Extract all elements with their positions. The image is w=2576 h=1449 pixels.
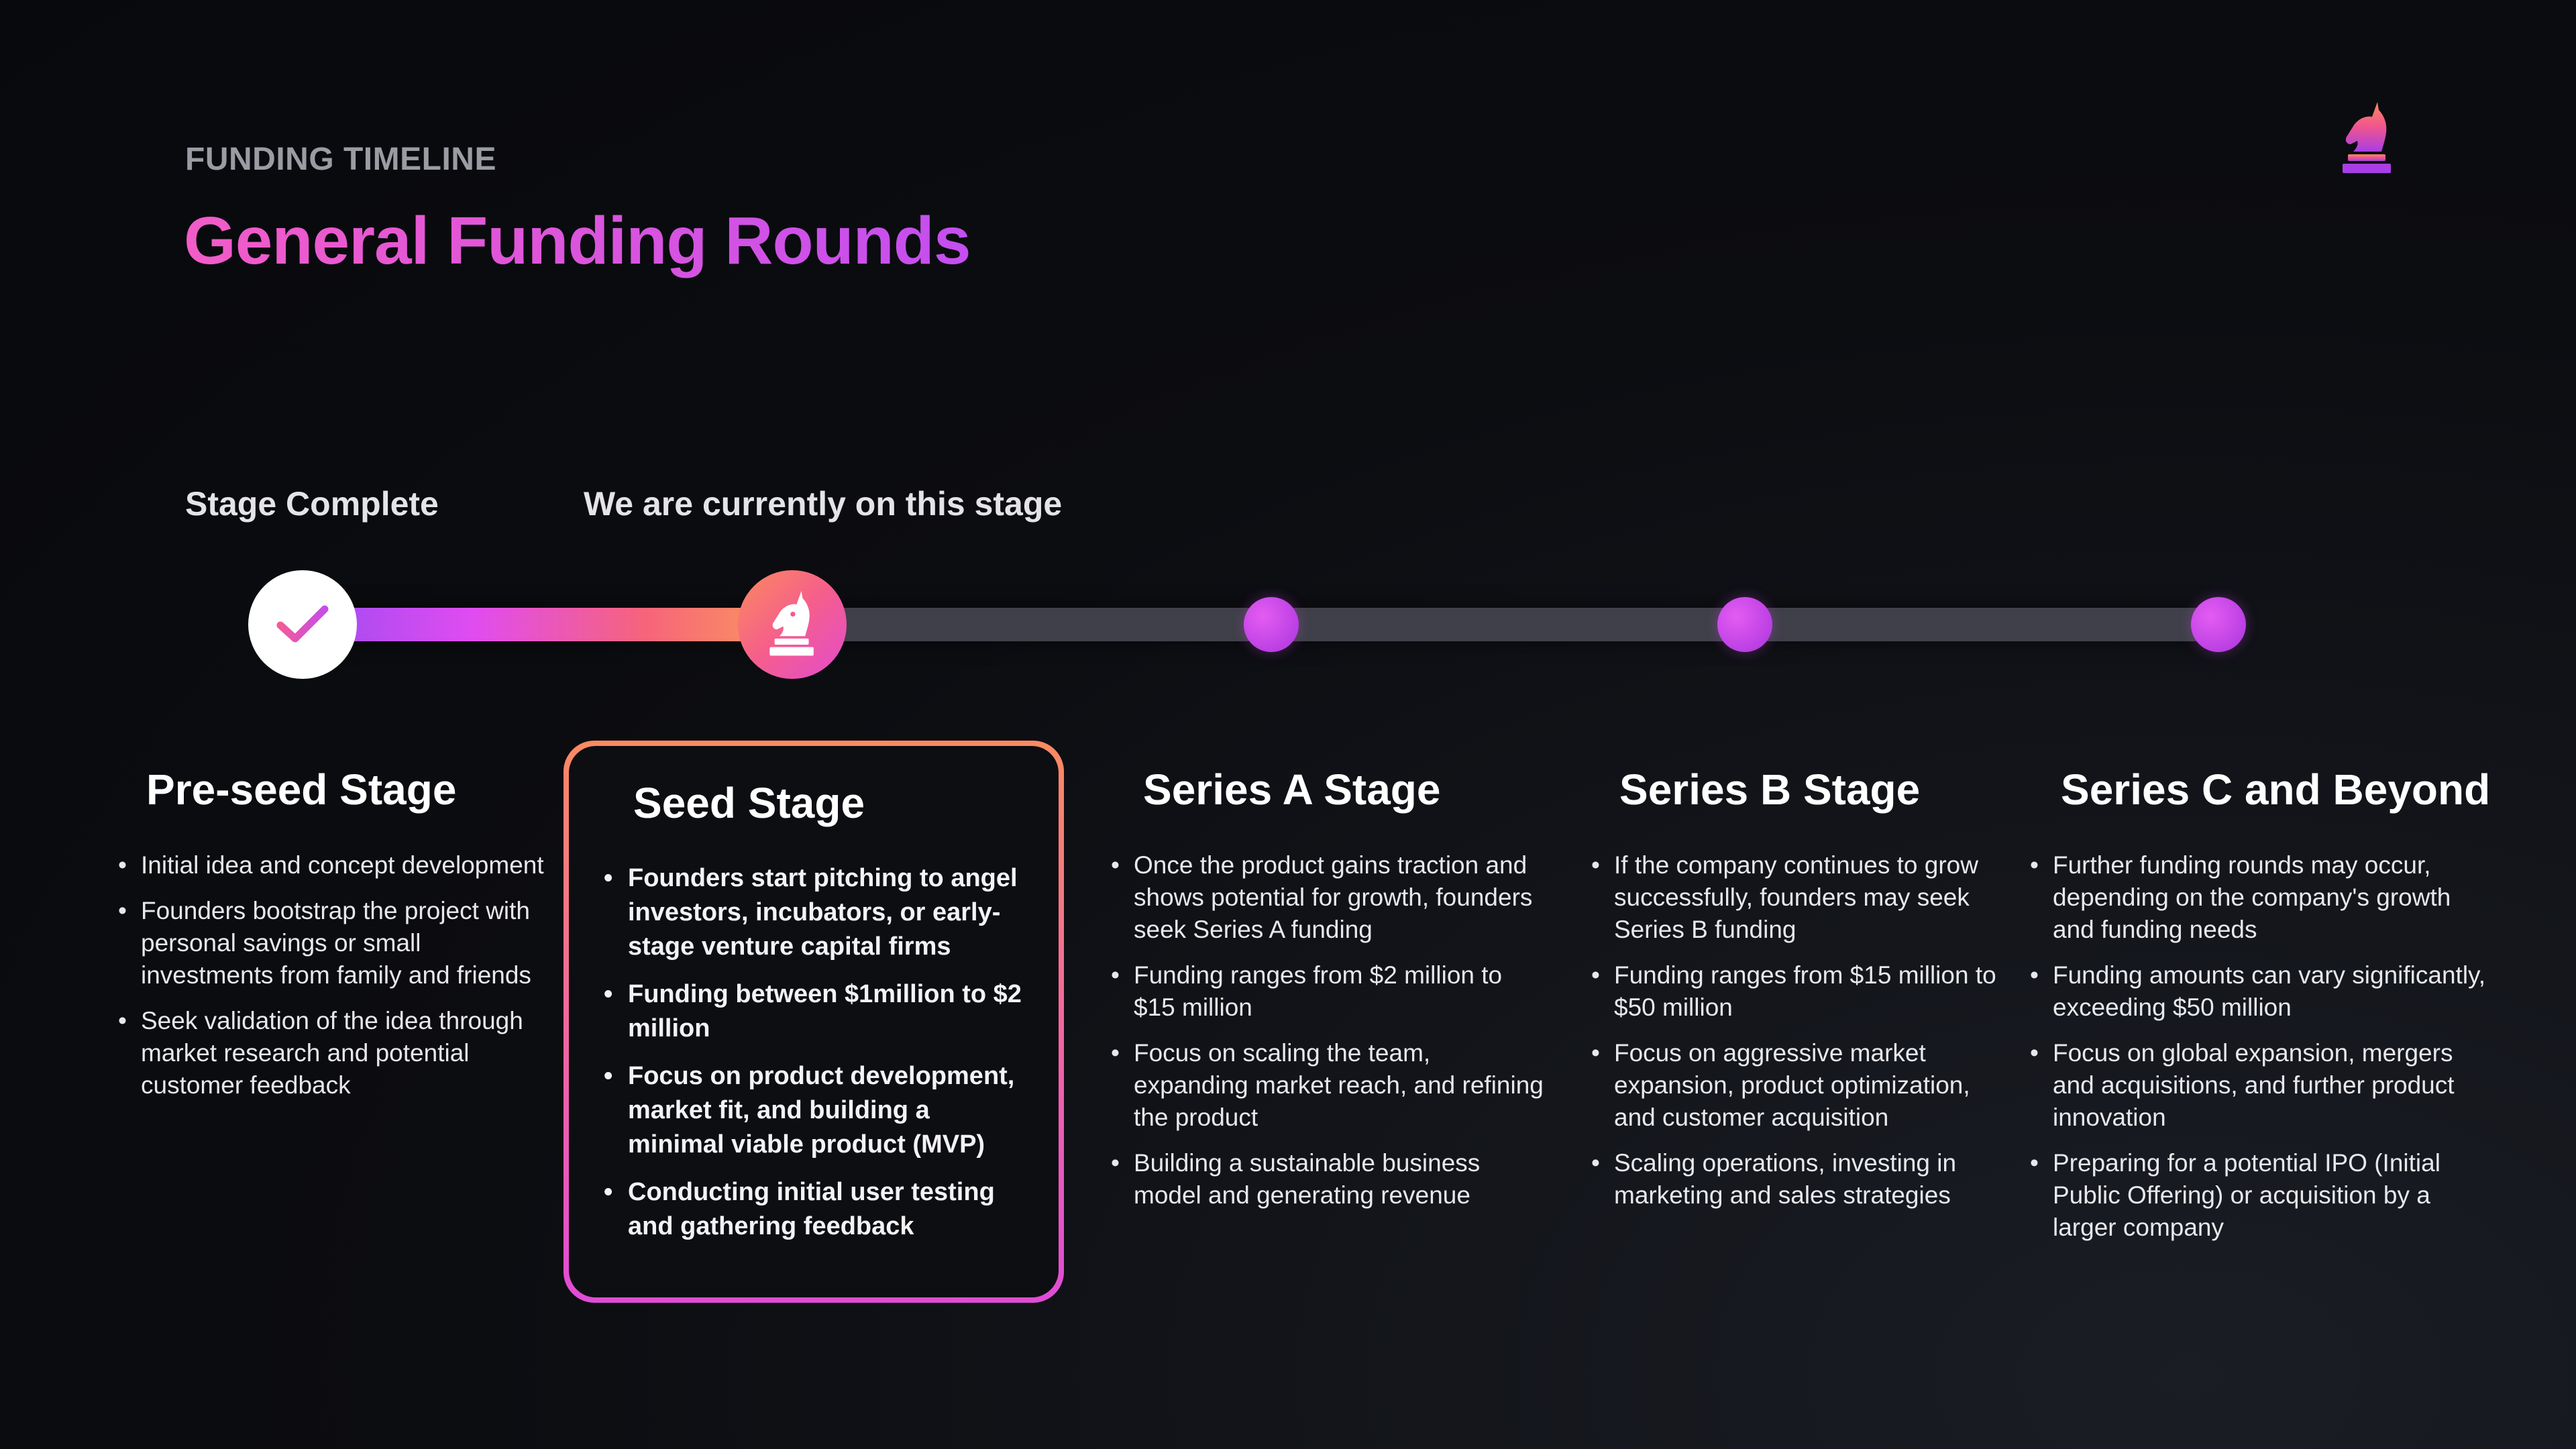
list-item: Focus on scaling the team, expanding mar… (1111, 1037, 1547, 1134)
list-item: Focus on product development, market fit… (604, 1059, 1032, 1162)
timeline-node-complete (248, 570, 357, 679)
stage-series-a: Series A Stage Once the product gains tr… (1111, 765, 1547, 1225)
list-item: Scaling operations, investing in marketi… (1591, 1147, 2007, 1212)
stage-bullets: Founders start pitching to angel investo… (604, 861, 1032, 1244)
timeline-node-series-a (1244, 597, 1299, 652)
unicorn-chess-knight-icon (769, 591, 814, 656)
list-item: Preparing for a potential IPO (Initial P… (2030, 1147, 2486, 1244)
list-item: Conducting initial user testing and gath… (604, 1175, 1032, 1244)
stage-title: Seed Stage (633, 779, 865, 827)
stage-complete-label: Stage Complete (185, 485, 439, 523)
stage-series-c: Series C and Beyond Further funding roun… (2030, 765, 2491, 1257)
stage-bullets: Initial idea and concept development Fou… (118, 849, 547, 1102)
list-item: Founders start pitching to angel investo… (604, 861, 1032, 964)
checkmark-icon (276, 605, 329, 643)
list-item: Funding ranges from $15 million to $50 m… (1591, 959, 2007, 1024)
stage-title: Series A Stage (1143, 765, 1441, 814)
eyebrow-label: FUNDING TIMELINE (185, 142, 496, 177)
list-item: Initial idea and concept development (118, 849, 547, 881)
stage-seed: Seed Stage Founders start pitching to an… (569, 746, 1059, 1297)
stage-bullets: If the company continues to grow success… (1591, 849, 2007, 1212)
stage-title: Series C and Beyond (2061, 765, 2491, 814)
timeline-node-series-b (1717, 597, 1772, 652)
stage-title: Series B Stage (1619, 765, 1921, 814)
stage-bullets: Further funding rounds may occur, depend… (2030, 849, 2486, 1244)
list-item: Funding between $1million to $2 million (604, 977, 1032, 1046)
list-item: Seek validation of the idea through mark… (118, 1005, 547, 1102)
list-item: Once the product gains traction and show… (1111, 849, 1547, 946)
current-stage-label: We are currently on this stage (584, 485, 1063, 523)
stage-pre-seed: Pre-seed Stage Initial idea and concept … (118, 765, 547, 1115)
stage-seed-card: Seed Stage Founders start pitching to an… (564, 741, 1064, 1303)
list-item: Founders bootstrap the project with pers… (118, 895, 547, 991)
list-item: Further funding rounds may occur, depend… (2030, 849, 2486, 946)
timeline-node-current (738, 570, 847, 679)
list-item: If the company continues to grow success… (1591, 849, 2007, 946)
timeline-node-series-c (2191, 597, 2246, 652)
stage-series-b: Series B Stage If the company continues … (1591, 765, 2007, 1225)
list-item: Building a sustainable business model an… (1111, 1147, 1547, 1212)
page-title: General Funding Rounds (184, 203, 971, 278)
stage-bullets: Once the product gains traction and show… (1111, 849, 1547, 1212)
list-item: Funding ranges from $2 million to $15 mi… (1111, 959, 1547, 1024)
list-item: Funding amounts can vary significantly, … (2030, 959, 2486, 1024)
unicorn-chess-knight-icon (2343, 102, 2391, 173)
list-item: Focus on global expansion, mergers and a… (2030, 1037, 2486, 1134)
timeline-progress (302, 608, 792, 641)
stage-title: Pre-seed Stage (146, 765, 457, 814)
list-item: Focus on aggressive market expansion, pr… (1591, 1037, 2007, 1134)
